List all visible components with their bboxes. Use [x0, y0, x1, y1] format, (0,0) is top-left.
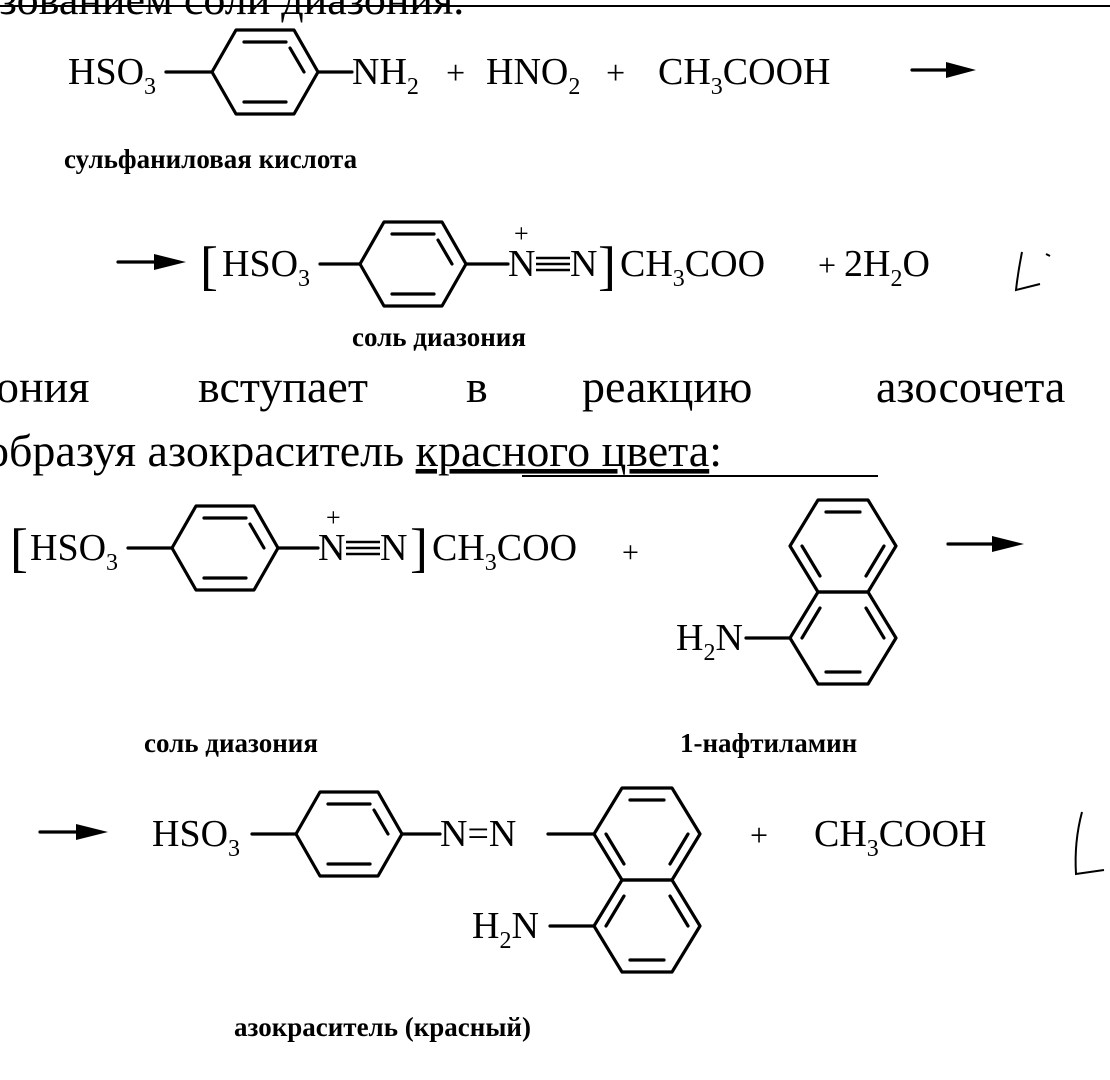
benzene-ring — [294, 790, 404, 878]
triple-bond — [346, 540, 380, 556]
positive-charge: + — [326, 503, 341, 532]
benzene-ring — [358, 220, 468, 308]
bracket-close: ] — [410, 518, 428, 578]
handwritten-mark — [1074, 811, 1105, 876]
reaction-1-product: [ HSO3 + N N ] CH3COO + 2H2O соль диазон… — [116, 219, 1051, 352]
diazonium-salt-name: соль диазония — [352, 322, 526, 352]
naphthalene-ring — [592, 786, 702, 974]
acetate-label: CH3COO — [620, 243, 765, 292]
hso3-label: HSO3 — [30, 527, 118, 576]
handwritten-mark — [1014, 251, 1041, 292]
nitrogen-left: N — [508, 243, 535, 285]
paragraph-word: реакцию — [582, 361, 752, 412]
reaction-1: HSO3 NH2 + HNO2 + CH3COOH сульфаниловая … — [64, 28, 976, 174]
paragraph: ония вступает в реакцию азосочета образу… — [0, 361, 1065, 477]
triple-bond — [536, 256, 570, 272]
paragraph-word: ония — [0, 361, 89, 412]
benzene-ring — [210, 28, 320, 116]
hso3-label: HSO3 — [222, 243, 310, 292]
bracket-open: [ — [10, 518, 28, 578]
hso3-label: HSO3 — [152, 813, 240, 862]
positive-charge: + — [514, 219, 529, 248]
acetic-acid-label: CH3COOH — [814, 813, 986, 862]
paragraph-line-2: образуя азокраситель красного цвета: — [0, 425, 722, 476]
diazonium-salt-name: соль диазония — [144, 728, 318, 758]
plus-sign: + — [446, 55, 465, 92]
acetate-label: CH3COO — [432, 527, 577, 576]
hso3-label: HSO3 — [68, 51, 156, 100]
naphthalene-ring — [788, 498, 898, 686]
nh2-label: NH2 — [352, 51, 419, 100]
h2n-label: H2N — [472, 905, 539, 954]
plus-sign: + — [818, 247, 836, 283]
h2n-label: H2N — [676, 617, 743, 666]
handwritten-mark — [1045, 253, 1051, 257]
hno2-label: HNO2 — [486, 51, 580, 100]
nitrogen-right: N — [570, 243, 597, 285]
paragraph-word: в — [466, 361, 488, 412]
bracket-close: ] — [598, 236, 616, 296]
reaction-arrow — [946, 536, 1024, 552]
benzene-ring — [170, 504, 280, 592]
water-label: 2H2O — [844, 243, 930, 292]
acetic-acid-label: CH3COOH — [658, 51, 830, 100]
reaction-arrow — [910, 62, 976, 78]
header-fragment: азованием соли диазония. — [0, 0, 464, 24]
plus-sign: + — [606, 55, 625, 92]
azo-group-label: N=N — [440, 813, 516, 855]
paragraph-word: вступает — [198, 361, 368, 412]
reaction-2: [ HSO3 + N N ] CH3COO + — [10, 498, 1024, 758]
paragraph-word: азосочета — [876, 361, 1065, 412]
nitrogen-left: N — [318, 527, 345, 569]
bracket-open: [ — [200, 236, 218, 296]
plus-sign: + — [622, 536, 639, 569]
plus-sign: + — [750, 817, 768, 853]
reaction-arrow — [38, 824, 108, 840]
nitrogen-right: N — [380, 527, 407, 569]
sulfanilic-acid-name: сульфаниловая кислота — [64, 144, 358, 174]
azo-dye-name: азокраситель (красный) — [234, 1012, 531, 1042]
reaction-3: HSO3 N=N H2N + CH3COOH азокраситель (кра… — [38, 786, 1105, 1042]
reaction-arrow — [116, 254, 186, 270]
naphthylamine-name: 1-нафтиламин — [680, 728, 857, 758]
